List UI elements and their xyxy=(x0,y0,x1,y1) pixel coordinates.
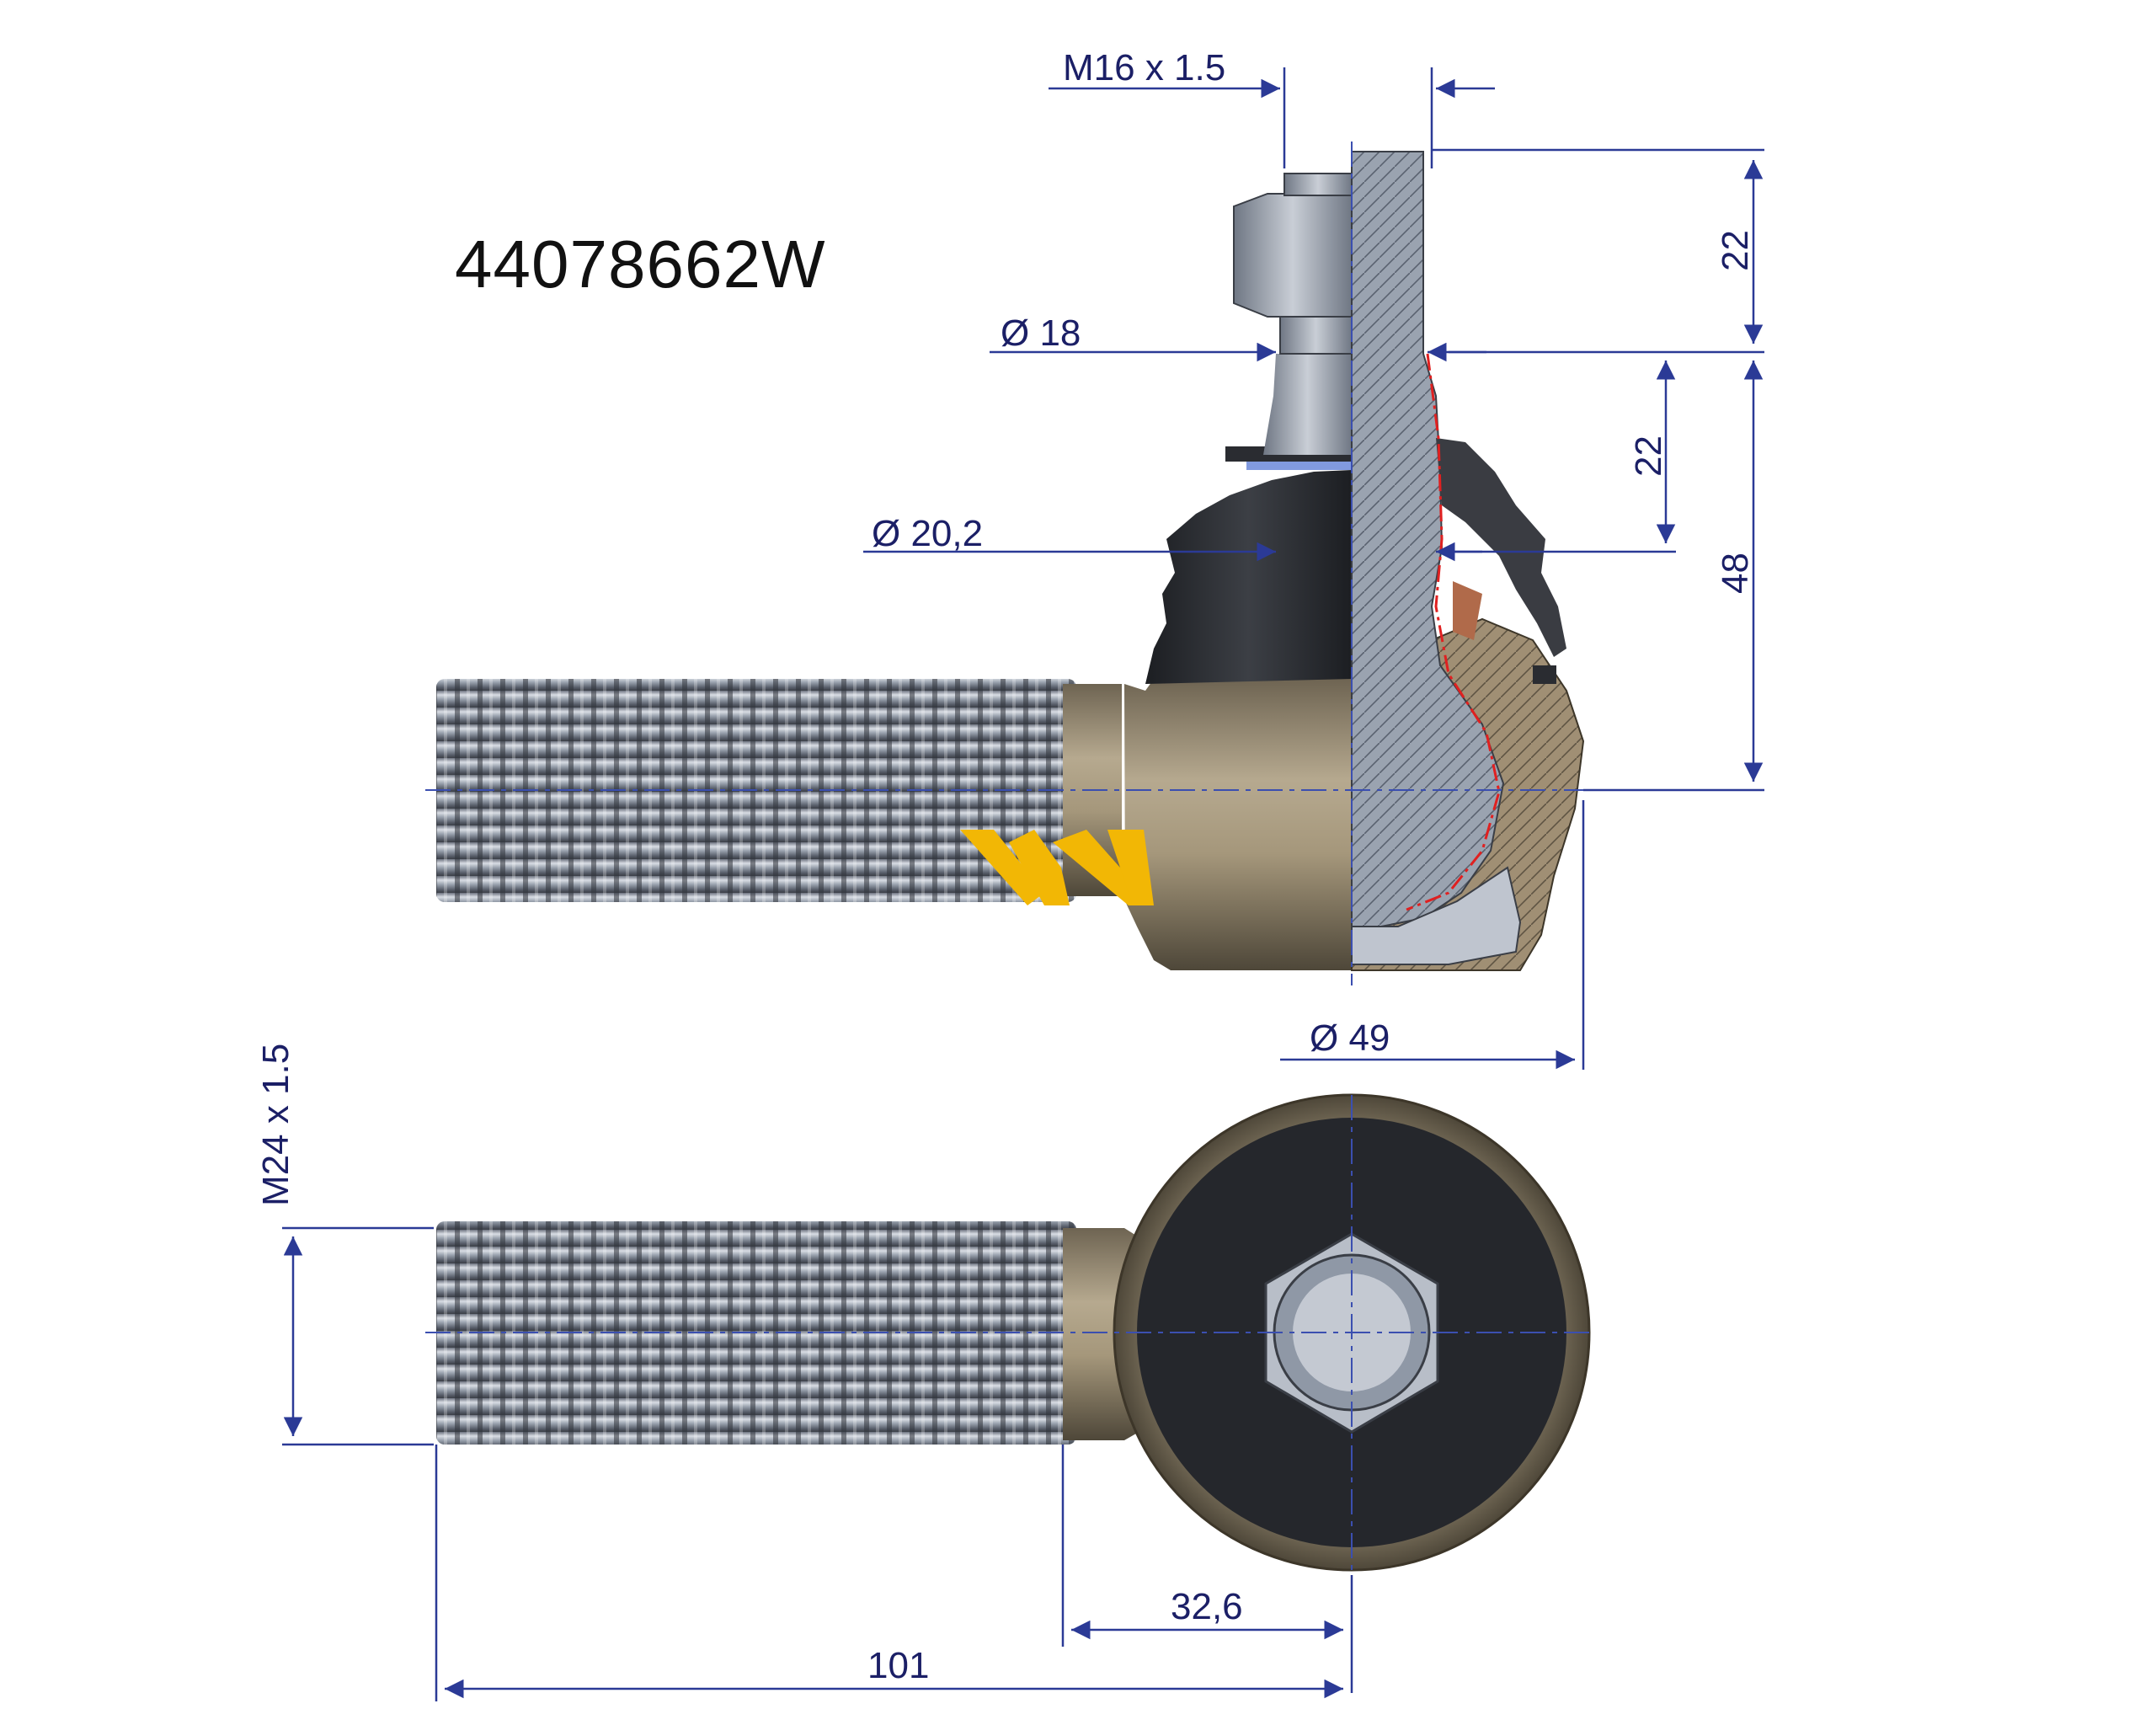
dim-thread-pin: M16 x 1.5 xyxy=(1063,47,1225,88)
side-view xyxy=(425,142,1596,985)
dim-dia-20-2: Ø 20,2 xyxy=(872,513,983,554)
housing-side xyxy=(1124,679,1352,970)
dimensions: M16 x 1.5 22 Ø 18 22 Ø 20,2 48 Ø 49 M24 … xyxy=(255,47,1764,1701)
ball-pin-section xyxy=(1351,151,1505,927)
rubber-boot xyxy=(1145,470,1352,684)
boot-section xyxy=(1436,438,1566,657)
dim-height-22-top: 22 xyxy=(1715,230,1756,271)
dim-length-32-6: 32,6 xyxy=(1171,1586,1243,1627)
ball-pin-neck xyxy=(1263,354,1352,455)
dim-height-48: 48 xyxy=(1715,553,1756,594)
red-section-line xyxy=(1406,353,1501,911)
part-number-label: 44078662W xyxy=(455,227,826,302)
w-logo xyxy=(960,830,1154,905)
top-view xyxy=(425,1093,1596,1575)
dim-dia-49: Ø 49 xyxy=(1310,1017,1390,1059)
dim-dia-18: Ø 18 xyxy=(1001,312,1081,354)
dim-length-101: 101 xyxy=(867,1645,929,1686)
hex-nut-side xyxy=(1233,193,1353,318)
dim-thread-shank: M24 x 1.5 xyxy=(255,1044,296,1206)
dim-height-22-mid: 22 xyxy=(1628,435,1669,477)
